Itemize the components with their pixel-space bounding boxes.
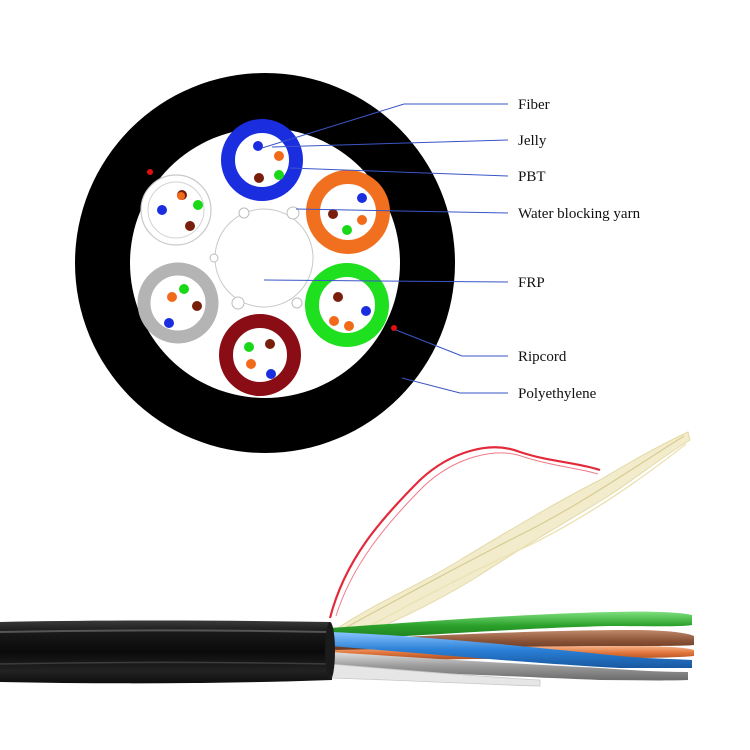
fiber-blue xyxy=(253,141,263,151)
leader-line-fiber xyxy=(261,103,405,149)
leader-line-polyethylene xyxy=(401,377,461,394)
cable-jacket-end xyxy=(325,622,335,680)
label-frp: FRP xyxy=(518,275,545,291)
fiber-orange xyxy=(246,359,256,369)
fiber-brown xyxy=(254,173,264,183)
fiber-green xyxy=(274,170,284,180)
leader-line-yarn xyxy=(295,208,509,214)
leader-line-ripcord xyxy=(395,329,463,357)
water-blocking-yarn xyxy=(286,206,300,220)
loose-tube-grey xyxy=(137,262,219,344)
leader-lines xyxy=(261,103,509,394)
water-blocking-yarn xyxy=(209,253,219,263)
water-blocking-yarn-strand xyxy=(344,435,685,629)
stripped-cable-photo xyxy=(0,431,694,687)
loose-tube-blue xyxy=(221,119,303,201)
leader-line-pbt xyxy=(289,167,509,177)
cable-cross-section xyxy=(75,73,455,453)
water-blocking-yarn xyxy=(291,297,303,309)
leader-line-jelly xyxy=(271,139,509,148)
water-blocking-yarn xyxy=(231,296,245,310)
fiber-orange xyxy=(329,316,339,326)
fiber-blue xyxy=(164,318,174,328)
fiber-brown xyxy=(328,209,338,219)
fiber-brown xyxy=(192,301,202,311)
callout-labels: Fiber Jelly PBT Water blocking yarn FRP … xyxy=(518,97,641,402)
ripcord-dot xyxy=(147,169,153,175)
fiber-green xyxy=(342,225,352,235)
fiber-brown xyxy=(333,292,343,302)
loose-tube-orange xyxy=(306,170,390,254)
cable-jacket-highlight xyxy=(0,629,329,633)
ripcord-thread-strand xyxy=(335,452,599,617)
fiber-orange xyxy=(177,192,185,200)
leader-line-frp xyxy=(263,279,509,283)
cable-jacket xyxy=(0,620,332,684)
tube-white xyxy=(329,663,541,687)
label-fiber: Fiber xyxy=(518,97,550,113)
loose-tube-white xyxy=(140,174,212,246)
fiber-orange xyxy=(344,321,354,331)
fiber-blue xyxy=(361,306,371,316)
label-polyethylene: Polyethylene xyxy=(518,386,597,402)
water-blocking-yarn-strand xyxy=(354,443,687,635)
label-ripcord: Ripcord xyxy=(518,349,567,365)
fiber-blue xyxy=(357,193,367,203)
tube-green xyxy=(330,611,692,640)
fiber-blue xyxy=(157,205,167,215)
cable-jacket-highlight xyxy=(0,661,331,665)
loose-tube-maroon xyxy=(219,314,301,396)
water-blocking-yarn xyxy=(238,207,250,219)
fiber-orange xyxy=(357,215,367,225)
fiber-orange xyxy=(274,151,284,161)
ripcord-dot xyxy=(391,325,397,331)
fiber-green xyxy=(193,200,203,210)
fiber-brown xyxy=(185,221,195,231)
water-blocking-yarn-bundle xyxy=(334,431,691,641)
tube-grey xyxy=(330,652,688,681)
frp-central-member xyxy=(214,208,314,308)
label-water-blocking-yarn: Water blocking yarn xyxy=(518,206,641,222)
loose-tube-green xyxy=(305,263,389,347)
label-jelly: Jelly xyxy=(518,133,547,149)
ripcord-thread xyxy=(328,446,601,619)
fiber-green xyxy=(244,342,254,352)
tube-blue xyxy=(330,632,692,668)
fiber-brown xyxy=(265,339,275,349)
fiber-green xyxy=(179,284,189,294)
fiber-orange xyxy=(167,292,177,302)
fiber-blue xyxy=(266,369,276,379)
label-pbt: PBT xyxy=(518,169,546,185)
